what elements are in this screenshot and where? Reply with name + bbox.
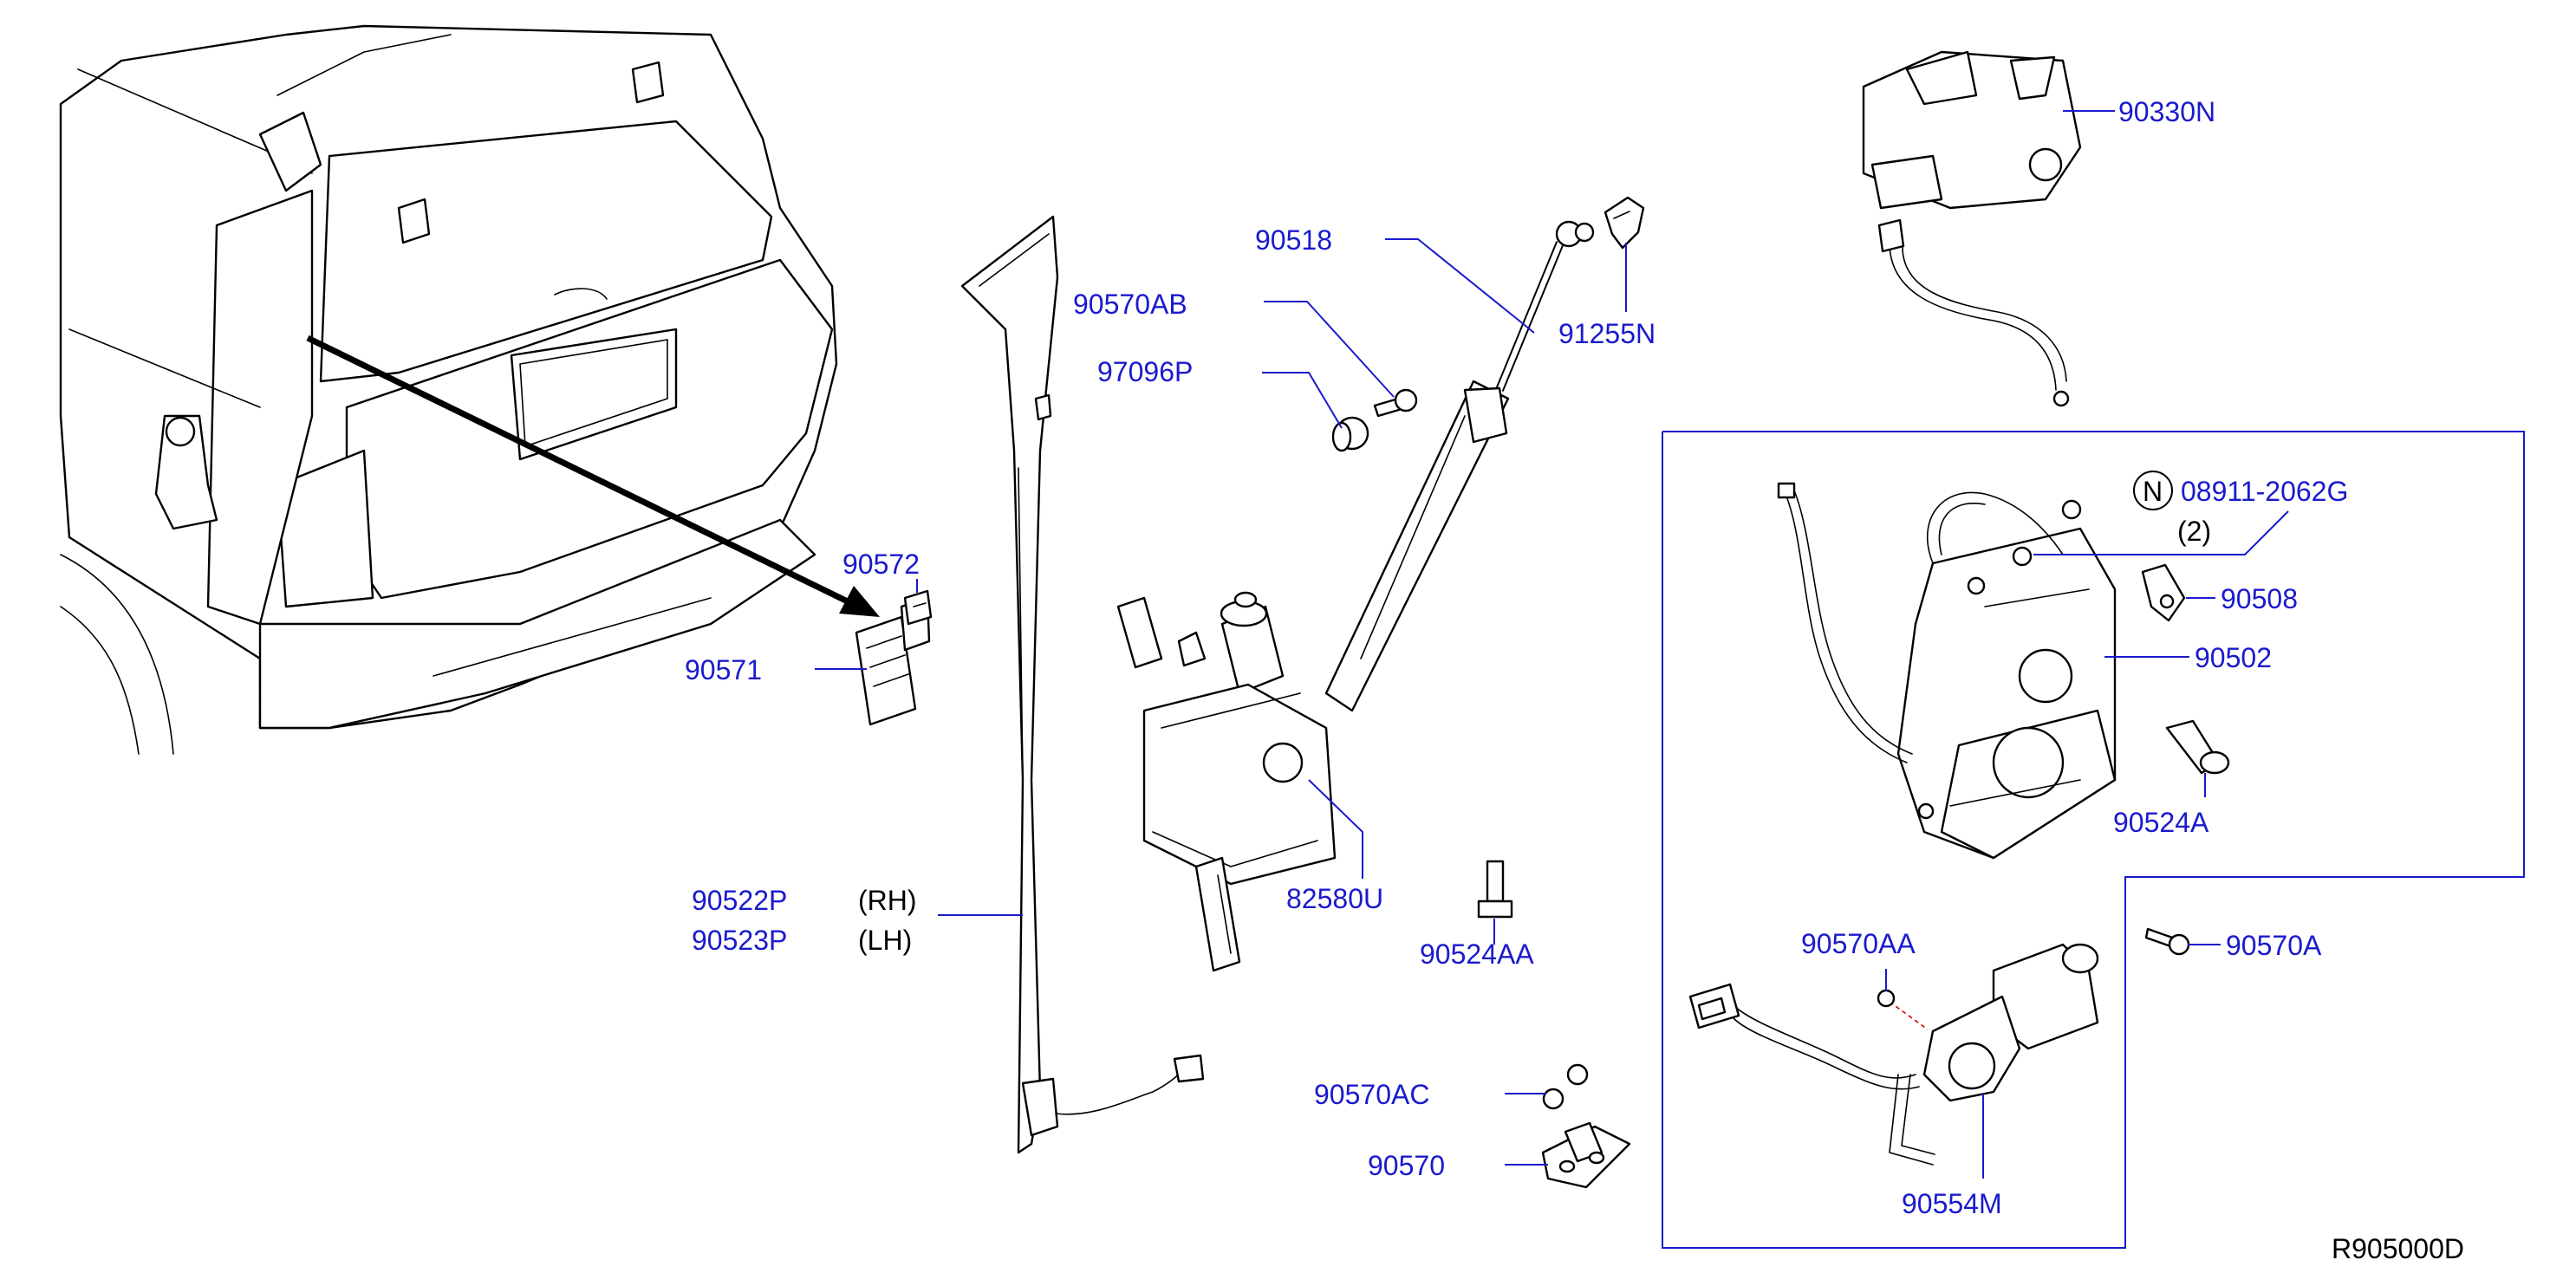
label-90524AA[interactable]: 90524AA: [1420, 939, 1534, 970]
label-90518[interactable]: 90518: [1255, 224, 1332, 256]
note-circle-letter: N: [2143, 476, 2163, 507]
bolt-90524AA-illustration: [1477, 860, 1513, 919]
label-97096P[interactable]: 97096P: [1097, 356, 1193, 387]
label-90523P-side: (LH): [858, 925, 912, 956]
label-08911-2062G[interactable]: 08911-2062G: [2181, 476, 2348, 507]
label-90524A[interactable]: 90524A: [2113, 807, 2209, 838]
bolt-90570A-illustration: [2144, 927, 2190, 956]
label-90554M[interactable]: 90554M: [1902, 1188, 2002, 1219]
assembly-frame: [1662, 431, 2525, 1249]
label-90523P[interactable]: 90523P: [692, 925, 787, 956]
label-82580U[interactable]: 82580U: [1286, 883, 1383, 914]
label-90570AA[interactable]: 90570AA: [1801, 928, 1916, 959]
label-90502[interactable]: 90502: [2195, 642, 2272, 673]
clip-90572-illustration: [903, 589, 933, 626]
grommet-97096P-illustration: [1331, 416, 1369, 452]
leader-lines: [815, 110, 2289, 1179]
label-90570[interactable]: 90570: [1368, 1150, 1445, 1181]
bolt-90570AB-illustration: [1373, 388, 1418, 418]
motor-90554M-illustration: [1688, 943, 2099, 1166]
bracket-90508-illustration: [2141, 563, 2186, 622]
label-90330N[interactable]: 90330N: [2118, 96, 2215, 127]
bolt-90570AC-illustration: [1542, 1063, 1589, 1110]
label-90522P[interactable]: 90522P: [692, 885, 787, 916]
label-90572[interactable]: 90572: [842, 549, 920, 580]
vehicle-rear-illustration: [59, 24, 880, 755]
label-90522P-side: (RH): [858, 885, 917, 916]
pillar-trim-illustration: [960, 215, 1205, 1154]
actuator-82580U-illustration: [1116, 380, 1510, 972]
note-circle-icon: [2133, 471, 2173, 510]
diagram-code: R905000D: [2332, 1233, 2464, 1264]
label-08911-quantity: (2): [2177, 516, 2211, 547]
label-91255N[interactable]: 91255N: [1558, 318, 1656, 349]
label-90570AB[interactable]: 90570AB: [1073, 289, 1187, 320]
spindle-90518-illustration: [1495, 220, 1595, 392]
label-90570A[interactable]: 90570A: [2226, 930, 2322, 961]
label-90570AC[interactable]: 90570AC: [1314, 1079, 1429, 1110]
cap-91255N-illustration: [1603, 196, 1645, 250]
part-labels: 90330N 90518 90570AB 97096P 91255N 90572…: [685, 96, 2464, 1264]
latch-90330N-illustration: [1862, 50, 2082, 407]
label-90571[interactable]: 90571: [685, 654, 762, 685]
striker-90570-illustration: [1541, 1121, 1631, 1189]
label-90508[interactable]: 90508: [2221, 583, 2298, 614]
latch-90502-illustration: [1777, 482, 2117, 860]
bolt-90524A-illustration: [2165, 719, 2230, 775]
